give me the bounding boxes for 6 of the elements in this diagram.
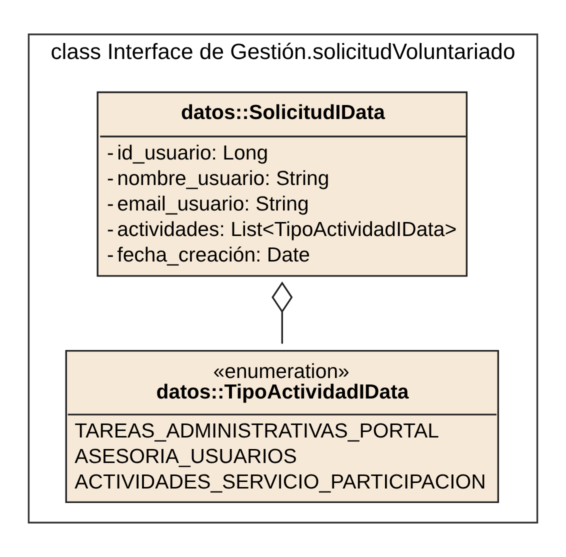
label: - xyxy=(106,219,114,242)
label: - xyxy=(106,142,114,165)
label: - xyxy=(106,194,114,216)
label: - xyxy=(106,168,114,190)
connector xyxy=(272,281,293,344)
label: - xyxy=(106,244,114,267)
